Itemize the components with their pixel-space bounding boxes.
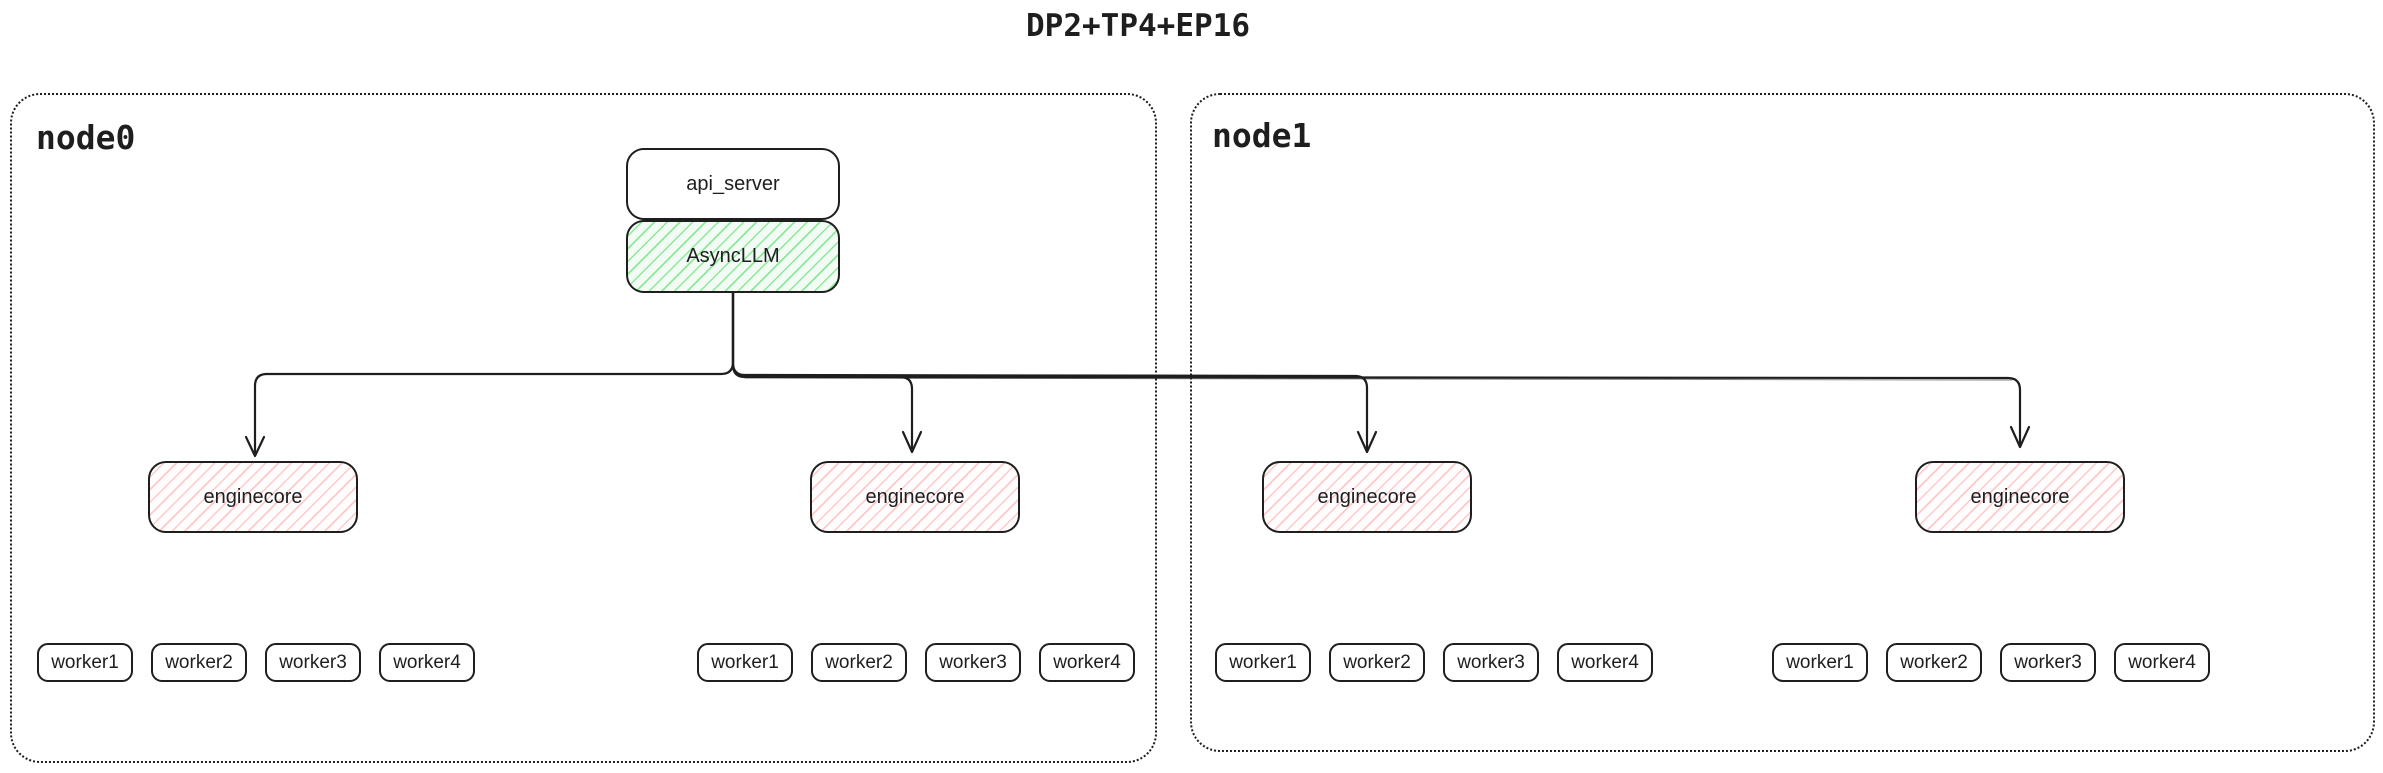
worker-box: worker3	[1443, 643, 1539, 682]
worker-group-node1-1: worker1 worker2 worker3 worker4	[1215, 643, 1653, 682]
worker-box: worker1	[1215, 643, 1311, 682]
worker-box: worker1	[1772, 643, 1868, 682]
worker-box: worker1	[697, 643, 793, 682]
enginecore-label: enginecore	[1317, 485, 1417, 508]
node0-label: node0	[36, 118, 136, 157]
asyncllm-label: AsyncLLM	[686, 245, 780, 267]
api-server-label: api_server	[686, 172, 780, 195]
diagram-title: DP2+TP4+EP16	[1026, 8, 1250, 44]
enginecore-label: enginecore	[203, 485, 303, 508]
enginecore-box-4: enginecore	[1915, 461, 2125, 533]
worker-group-node0-1: worker1 worker2 worker3 worker4	[37, 643, 475, 682]
worker-group-node0-2: worker1 worker2 worker3 worker4	[697, 643, 1135, 682]
worker-box: worker4	[1557, 643, 1653, 682]
worker-box: worker1	[37, 643, 133, 682]
worker-box: worker4	[2114, 643, 2210, 682]
enginecore-label: enginecore	[1970, 485, 2070, 508]
worker-box: worker2	[811, 643, 907, 682]
asyncllm-box: AsyncLLM	[626, 220, 840, 293]
api-server-box: api_server	[626, 148, 840, 220]
worker-box: worker2	[1329, 643, 1425, 682]
enginecore-box-3: enginecore	[1262, 461, 1472, 533]
worker-box: worker3	[265, 643, 361, 682]
enginecore-label: enginecore	[865, 485, 965, 508]
worker-box: worker3	[2000, 643, 2096, 682]
worker-box: worker2	[151, 643, 247, 682]
enginecore-box-1: enginecore	[148, 461, 358, 533]
worker-group-node1-2: worker1 worker2 worker3 worker4	[1772, 643, 2210, 682]
node1-label: node1	[1212, 116, 1312, 155]
enginecore-box-2: enginecore	[810, 461, 1020, 533]
worker-box: worker2	[1886, 643, 1982, 682]
worker-box: worker4	[1039, 643, 1135, 682]
worker-box: worker4	[379, 643, 475, 682]
worker-box: worker3	[925, 643, 1021, 682]
